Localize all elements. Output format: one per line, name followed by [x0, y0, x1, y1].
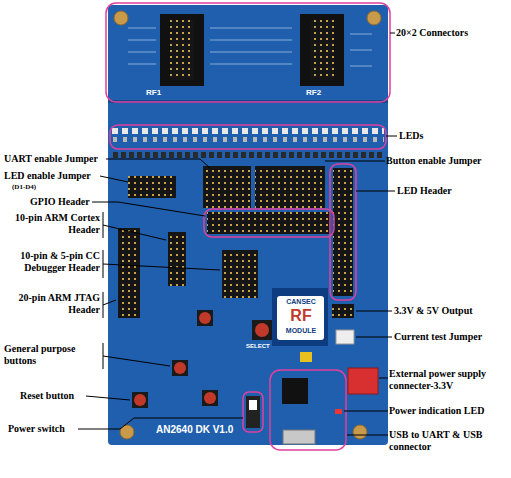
callout-label: 10-pin & 5-pin CC Debugger Header [4, 250, 100, 273]
callout-label: Current test Jumper [394, 331, 508, 343]
button-base [202, 390, 218, 406]
power-led [335, 409, 342, 414]
box-connector [160, 14, 204, 86]
callout-label: Reset button [20, 390, 90, 402]
connector-pins [170, 20, 194, 80]
leader-line [103, 300, 116, 305]
switch-lever [249, 400, 257, 410]
board-name: AN2640 DK V1.0 [156, 424, 246, 436]
push-button [174, 362, 186, 374]
leader-line [344, 411, 388, 412]
callout-label: USB to UART & USB connector [389, 429, 508, 452]
mount-hole [114, 11, 128, 25]
rf-module [272, 288, 328, 346]
module-brand: MODULE [278, 327, 324, 335]
cortex-header [168, 232, 186, 286]
usb-uart-chip [282, 378, 308, 404]
power-output-header [332, 304, 354, 318]
button-base [252, 320, 272, 340]
push-button [199, 312, 211, 324]
callout-label: 10-pin ARM Cortex Header [4, 212, 100, 235]
led-jumper [203, 166, 251, 208]
callout-label: General purpose buttons [4, 343, 100, 366]
jtag-header [118, 228, 140, 318]
leader-line [92, 202, 205, 216]
current-test-jumper [336, 330, 354, 344]
callout-label: LED Header [397, 185, 497, 197]
box-connector [300, 14, 344, 86]
leader-line [103, 356, 170, 366]
gpio-header [207, 212, 331, 234]
leader-line [325, 161, 385, 162]
module-brand: CANSEC [278, 298, 324, 306]
capacitor [300, 352, 312, 362]
cc-debugger-header [222, 250, 258, 298]
leader-line [100, 176, 128, 182]
leader-line [386, 136, 397, 137]
led-row [112, 128, 384, 146]
usb-port [283, 430, 315, 444]
push-button [255, 323, 269, 337]
leader-line [106, 159, 210, 168]
leader-line [379, 378, 388, 379]
connector-pins [310, 20, 334, 80]
callout-label: Power switch [8, 423, 80, 435]
callout-label: LEDs [399, 130, 459, 142]
callout-label: 20-pin ARM JTAG Header [4, 292, 100, 315]
callout-label: Power indication LED [389, 405, 508, 417]
highlight-outline [270, 370, 346, 450]
silkscreen-text: RF1 [146, 88, 176, 97]
rf-module-badge [277, 296, 324, 340]
leader-line [103, 225, 166, 240]
callout-label: External power supply connecter-3.3V [389, 368, 508, 391]
mount-hole [353, 425, 367, 439]
callout-label: Button enable Jumper [386, 155, 508, 167]
leader-line [356, 337, 392, 338]
uart-jumper [128, 176, 176, 198]
callout-note: (D1-D4) [12, 183, 72, 191]
callout-label: GPIO Header [30, 196, 100, 208]
leader-line [356, 311, 392, 312]
leader-line [86, 396, 130, 400]
highlight-outline [204, 209, 334, 237]
reset-button [134, 394, 146, 406]
silkscreen-text: SELECT [246, 343, 286, 350]
module-logo: RF [278, 307, 324, 325]
mount-hole [367, 11, 381, 25]
leader-line [390, 33, 395, 34]
leader-line [103, 264, 220, 270]
led-header [333, 168, 353, 296]
leader-line [356, 191, 395, 192]
push-button [204, 392, 216, 404]
silkscreen-traces [128, 28, 372, 66]
callout-label: 20×2 Connectors [396, 27, 508, 39]
leader-line [347, 435, 388, 436]
power-connector [348, 368, 378, 394]
callout-label: LED enable Jumper [4, 170, 104, 182]
highlight-outline [243, 392, 263, 432]
highlight-outline [106, 3, 390, 102]
button-base [197, 310, 213, 326]
silkscreen-text: RF2 [306, 88, 336, 97]
power-switch [246, 396, 260, 428]
callout-label: 3.3V & 5V Output [394, 305, 508, 317]
button-base [172, 360, 188, 376]
highlight-outline [110, 125, 386, 149]
callout-label: UART enable Jumper [4, 153, 108, 165]
button-base [132, 392, 148, 408]
button-jumper [255, 166, 325, 208]
